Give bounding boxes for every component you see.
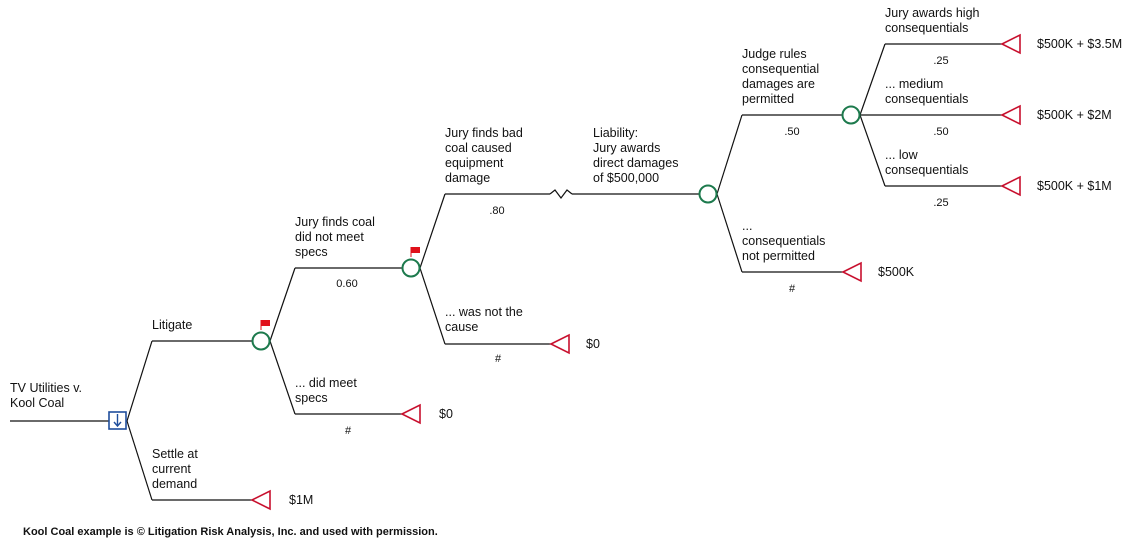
chance-node-litigate[interactable]	[251, 331, 271, 351]
payoff-medium: $500K + $2M	[1037, 108, 1112, 122]
terminal-node-did-meet[interactable]	[400, 403, 421, 425]
payoff-did-meet: $0	[439, 407, 453, 421]
prob-did-not-meet: 0.60	[336, 278, 357, 290]
branch-label-litigate: Litigate	[152, 318, 192, 332]
chance-node-specs[interactable]	[401, 258, 421, 278]
branch-label-high: Jury awards high consequentials	[885, 6, 983, 35]
branch-label-did-not-meet: Jury finds coal did not meet specs	[295, 215, 378, 259]
prob-permitted: .50	[784, 126, 799, 138]
branch-label-not-cause: ... was not the cause	[445, 305, 526, 334]
prob-medium: .50	[933, 126, 948, 138]
branch-label-low: ... low consequentials	[885, 148, 968, 177]
prob-high: .25	[933, 55, 948, 67]
flag-icon	[410, 247, 420, 257]
prob-caused: .80	[489, 205, 504, 217]
branch-label-did-meet: ... did meet specs	[295, 376, 360, 405]
terminal-node-low[interactable]	[1000, 175, 1021, 197]
payoff-settle: $1M	[289, 493, 313, 507]
terminal-node-high[interactable]	[1000, 33, 1021, 55]
payoff-low: $500K + $1M	[1037, 179, 1112, 193]
prob-low: .25	[933, 197, 948, 209]
branch-label-medium: ... medium consequentials	[885, 77, 968, 106]
chance-node-consequentials[interactable]	[698, 184, 718, 204]
copyright-footer: Kool Coal example is © Litigation Risk A…	[23, 526, 438, 538]
root-label: TV Utilities v. Kool Coal	[10, 381, 85, 410]
decision-node[interactable]	[108, 411, 127, 430]
branch-label-liability: Liability: Jury awards direct damages of…	[593, 126, 682, 185]
prob-not-permitted: #	[789, 283, 796, 295]
payoff-not-permitted: $500K	[878, 265, 915, 279]
payoff-not-cause: $0	[586, 337, 600, 351]
prob-did-meet: #	[345, 425, 352, 437]
terminal-node-settle[interactable]	[250, 489, 271, 511]
chance-node-award-level[interactable]	[841, 105, 861, 125]
branch-label-not-permitted: ... consequentials not permitted	[742, 219, 829, 263]
tree-lines	[10, 43, 1002, 501]
prob-not-cause: #	[495, 353, 502, 365]
terminal-node-medium[interactable]	[1000, 104, 1021, 126]
flag-icon	[260, 320, 270, 330]
terminal-node-not-permitted[interactable]	[841, 261, 862, 283]
branch-label-permitted: Judge rules consequential damages are pe…	[742, 47, 823, 106]
terminal-node-not-cause[interactable]	[549, 333, 570, 355]
branch-label-caused: Jury finds bad coal caused equipment dam…	[445, 126, 526, 185]
branch-label-settle: Settle at current demand	[152, 447, 201, 491]
payoff-high: $500K + $3.5M	[1037, 37, 1122, 51]
